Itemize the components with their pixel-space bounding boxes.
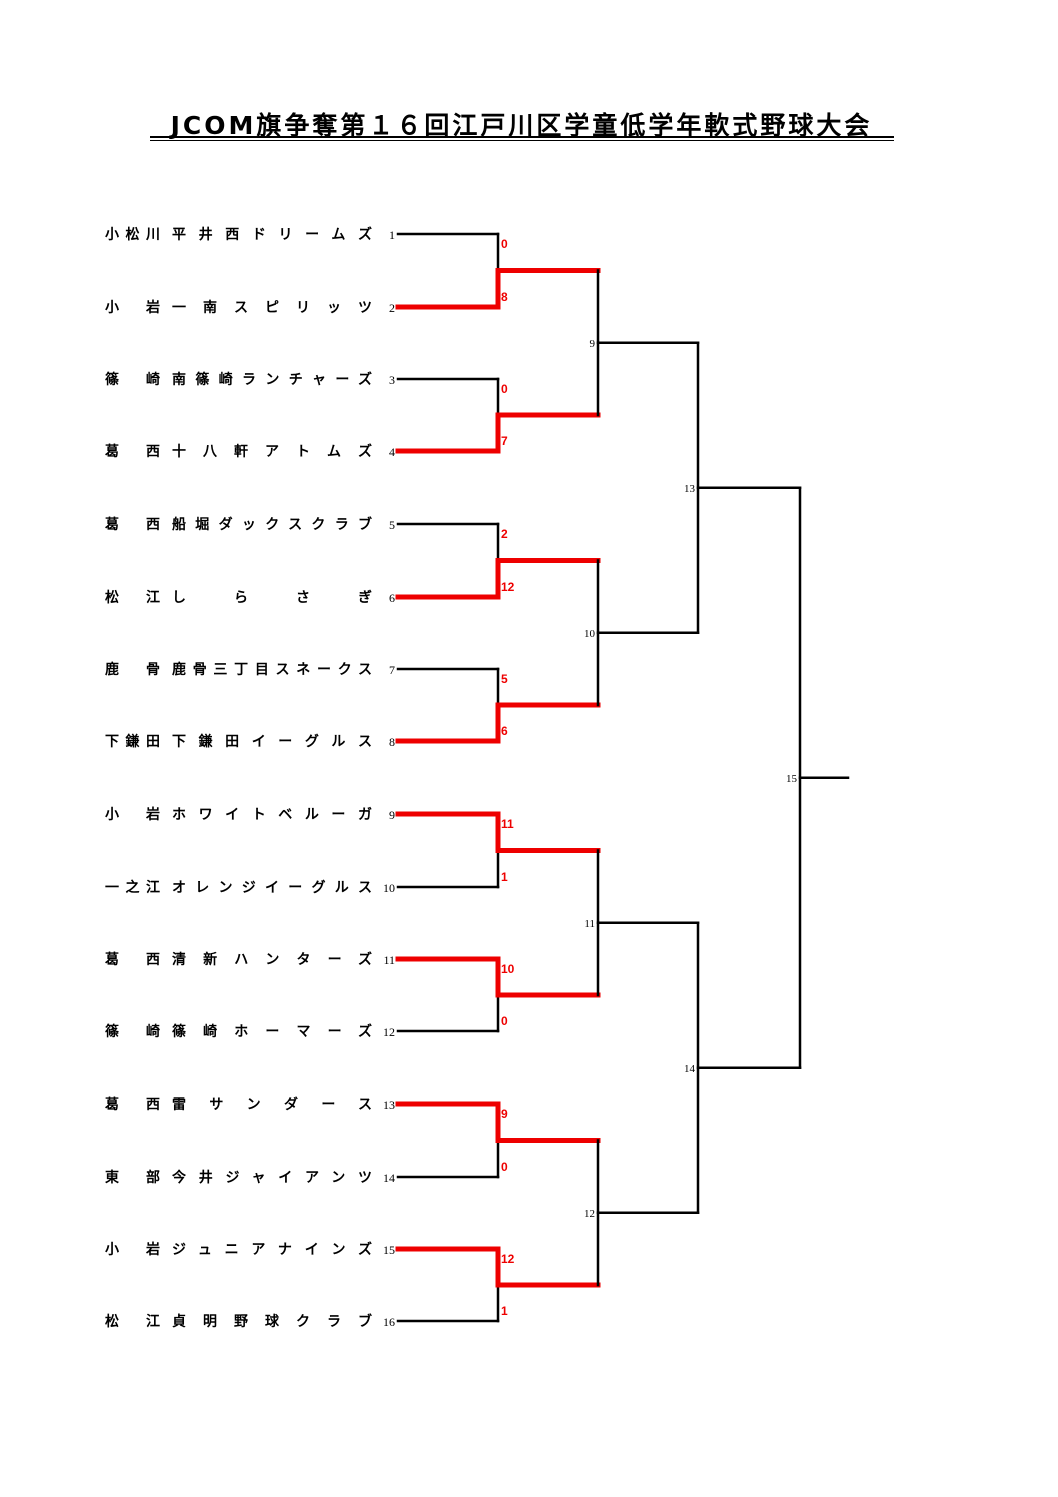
team-area: 松江 [105,589,160,606]
team-seed: 1 [389,228,395,242]
team-seed: 13 [383,1098,395,1112]
team-area: 小岩 [105,299,160,316]
team-seed: 14 [383,1171,395,1185]
match-number: 13 [684,483,696,495]
match-score: 10 [501,962,515,976]
team-area: 篠崎 [105,1023,160,1040]
team-area: 篠崎 [105,371,160,388]
team-name: 清新ハンターズ [172,951,372,968]
team-name: しらさぎ [172,589,372,606]
team-name: 雷サンダース [172,1096,372,1113]
team-seed: 7 [389,663,395,677]
team-name: 十八軒アトムズ [172,443,372,460]
team-seed: 16 [383,1315,395,1329]
team-name: 南篠崎ランチャーズ [172,371,372,388]
match-score: 6 [501,724,508,738]
page-title: JCOM旗争奪第１６回江戸川区学童低学年軟式野球大会 [170,111,873,140]
match-number: 11 [584,918,595,930]
team-seed: 12 [383,1025,395,1039]
match-number: 9 [590,338,596,350]
team-name: 今井ジャイアンツ [171,1169,372,1186]
match-number: 14 [684,1063,696,1075]
team-name: オレンジイーグルス [172,879,372,896]
team-area: 葛西 [104,1096,160,1113]
team-area: 葛西 [104,443,160,460]
match-score: 1 [501,870,508,884]
match-number: 10 [584,628,596,640]
team-seed: 8 [389,735,395,749]
match-score: 12 [501,580,515,594]
team-name: 船堀ダックスクラブ [172,516,372,533]
team-name: 貞明野球クラブ [172,1313,372,1330]
team-area: 葛西 [104,516,160,533]
match-score: 8 [501,290,508,304]
match-score: 12 [501,1252,515,1266]
team-name: 鹿骨三丁目スネークス [171,661,372,678]
team-area: 鹿骨 [104,661,160,678]
team-seed: 6 [389,591,395,605]
team-seed: 5 [389,518,395,532]
team-name: ジュニアナインズ [172,1241,372,1258]
team-area: 一之江 [105,879,160,896]
match-score: 11 [501,817,514,831]
team-name: 下鎌田イーグルス [172,733,372,750]
team-name: 平井西ドリームズ [172,226,372,243]
team-seed: 2 [389,301,395,315]
match-score: 0 [501,1160,508,1174]
match-score: 2 [501,527,508,541]
team-area: 葛西 [104,951,160,968]
title-underline [150,136,894,138]
match-number: 12 [584,1208,595,1220]
team-area: 松江 [105,1313,160,1330]
match-number: 15 [786,773,798,785]
team-name: 一南スピリッツ [172,299,372,316]
team-name: ホワイトベルーガ [172,807,372,823]
team-seed: 3 [389,373,395,387]
team-area: 小岩 [105,806,160,823]
team-seed: 11 [383,953,395,967]
match-score: 7 [501,434,508,448]
title-underline [150,140,894,141]
team-area: 下鎌田 [105,733,160,750]
match-score: 0 [501,237,508,251]
match-score: 5 [501,672,508,686]
team-area: 小松川 [105,226,160,243]
match-score: 0 [501,382,508,396]
match-score: 0 [501,1014,508,1028]
match-score: 9 [501,1107,508,1121]
team-area: 東部 [105,1169,160,1186]
team-seed: 9 [389,808,395,822]
team-name: 篠崎ホーマーズ [172,1023,372,1040]
team-seed: 10 [383,881,395,895]
match-score: 1 [501,1304,508,1318]
team-seed: 15 [383,1243,395,1257]
team-area: 小岩 [105,1241,160,1258]
team-seed: 4 [389,445,395,459]
